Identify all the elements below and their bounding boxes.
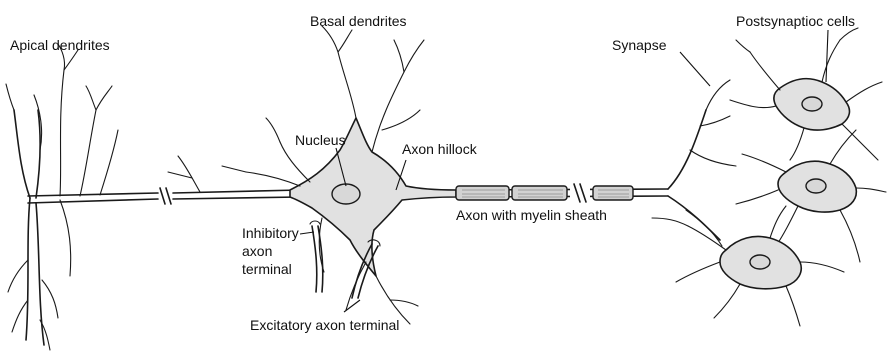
postsynaptic-cells: [652, 28, 886, 326]
label-inhibitory-line-1: Inhibitory: [242, 225, 299, 241]
inhibitory-axon-terminal: [310, 221, 323, 292]
myelin-segment: [456, 186, 509, 200]
label-axon-myelin: Axon with myelin sheath: [456, 207, 607, 223]
pointer-synapse: [680, 52, 710, 86]
label-inhibitory-line-3: terminal: [242, 261, 292, 277]
label-inhibitory-line-2: axon: [242, 243, 272, 259]
label-axon-hillock: Axon hillock: [402, 141, 478, 157]
apical-dendrites: [6, 44, 300, 350]
label-excitatory: Excitatory axon terminal: [250, 317, 399, 333]
pointer-postsynaptic: [826, 30, 828, 82]
myelin-segment: [512, 186, 567, 200]
label-synapse: Synapse: [612, 37, 667, 53]
myelin-segment: [593, 186, 633, 200]
label-nucleus: Nucleus: [295, 132, 346, 148]
pointer-excitatory: [344, 300, 360, 312]
label-postsynaptic-cells: Postsynaptioc cells: [736, 13, 855, 29]
label-apical-dendrites: Apical dendrites: [10, 37, 110, 53]
pointer-inhibitory: [300, 232, 314, 234]
label-basal-dendrites: Basal dendrites: [310, 13, 407, 29]
nucleus-shape: [332, 184, 360, 204]
